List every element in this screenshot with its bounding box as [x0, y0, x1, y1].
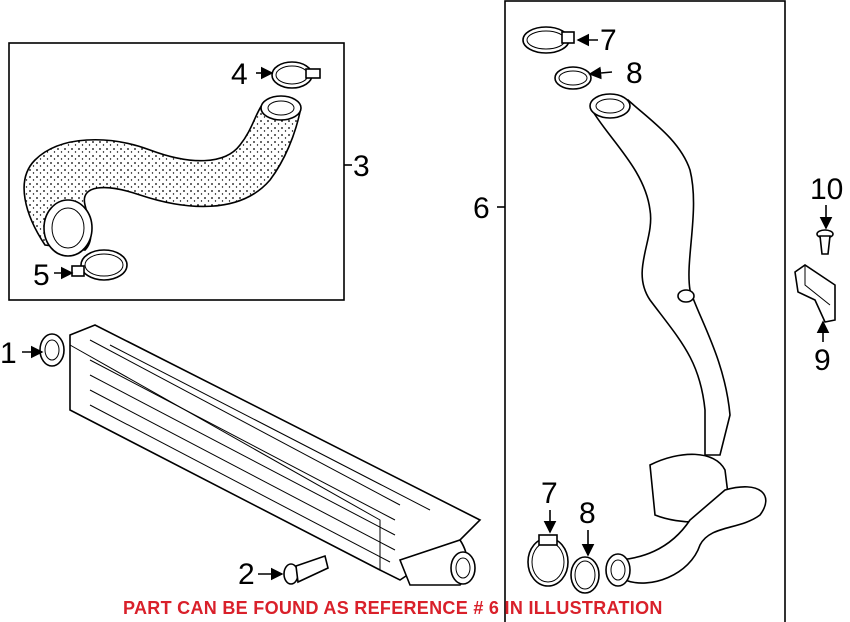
bolt-10-part[interactable]	[816, 229, 834, 255]
clamp-5-part[interactable]	[71, 249, 128, 281]
callout-10: 10	[810, 173, 843, 206]
reference-notice: PART CAN BE FOUND AS REFERENCE # 6 IN IL…	[123, 598, 663, 618]
callout-7-bottom: 7	[541, 477, 558, 510]
bolt-2-part[interactable]	[283, 554, 329, 585]
clamp-7-top-part[interactable]	[522, 26, 575, 54]
bracket-9-part[interactable]	[794, 264, 836, 323]
intercooler-part[interactable]	[39, 324, 482, 586]
callout-6: 6	[473, 192, 490, 225]
callout-7-top: 7	[600, 24, 617, 57]
clamp-4-part[interactable]	[271, 61, 321, 89]
seal-ring-8-bottom-part[interactable]	[570, 556, 600, 594]
callout-8-top: 8	[626, 57, 643, 90]
hose-assembly-box	[8, 42, 352, 301]
seal-ring-8-top-part[interactable]	[554, 66, 592, 90]
leader-lines	[22, 33, 833, 581]
callout-1: 1	[0, 337, 17, 370]
clamp-7-bottom-part[interactable]	[527, 534, 569, 587]
charge-pipe-part[interactable]	[589, 93, 767, 587]
intake-hose-part[interactable]	[23, 95, 302, 257]
callout-2: 2	[238, 558, 255, 591]
callout-4: 4	[231, 58, 248, 91]
callout-3: 3	[353, 150, 370, 183]
charge-pipe-box	[497, 0, 786, 622]
callout-9: 9	[814, 344, 831, 377]
callout-5: 5	[33, 259, 50, 292]
callout-8-bottom: 8	[579, 497, 596, 530]
